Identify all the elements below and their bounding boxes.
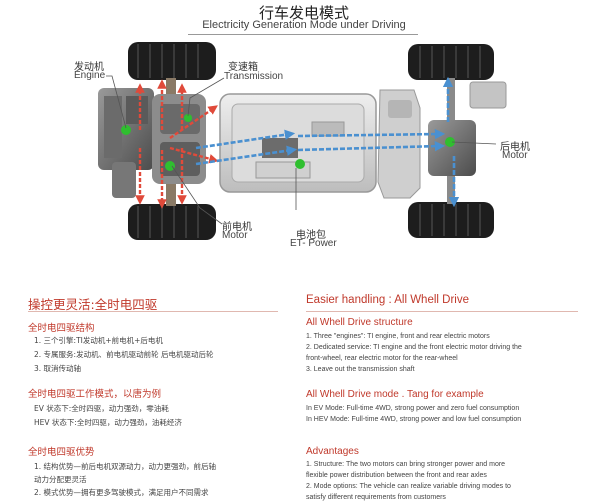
left-section-2-item-1: EV 状态下:全时四驱，动力强劲，零油耗 [34,404,169,413]
right-section-2-title: All Whell Drive mode . Tang for example [306,389,484,400]
front-motor-label-cn: 前电机 [222,222,252,233]
right-section-3-item-4: satisfy different requirements from cust… [306,494,446,501]
rear-left-tire [408,44,494,80]
left-section-2-title: 全时电四驱工作模式，以唐为例 [28,389,162,400]
right-section-2-item-1: In EV Mode: Full-time 4WD, strong power … [306,405,520,412]
transmission-unit [152,94,206,184]
fuel-tank [377,89,421,199]
rear-motor [428,81,507,176]
rear-motor-label-en: Motor [502,150,528,161]
right-heading-divider [306,311,578,312]
engine-label-en: Engine [74,70,106,81]
engine-block [98,88,154,198]
electric-flow-arrows [195,76,460,208]
drivetrain-diagram [98,42,507,240]
front-motor-label-en: Motor [222,230,248,241]
right-heading: Easier handling : All Whell Drive [306,294,469,306]
left-section-3-item-3: 2. 模式优势—拥有更多驾驶模式，满足用户不同需求 [34,488,209,497]
left-section-3-item-1: 1. 结构优势—前后电机双源动力，动力更强劲，前后轴 [34,462,217,471]
right-section-1-title: All Whell Drive structure [306,317,413,328]
leader-lines [106,75,497,225]
left-heading-divider [28,311,278,312]
left-section-1-item-2: 2. 专属服务:发动机、前电机驱动前轮 后电机驱动后轮 [34,350,214,359]
right-section-3-item-3: 2. Mode options: The vehicle can realize… [306,483,511,490]
front-left-tire [128,42,216,80]
front-right-tire [128,204,216,240]
transmission-label-en: Transmission [224,71,284,82]
title-underline [188,34,418,35]
right-section-1-item-1: 1. Three "engines": TI engine, front and… [306,333,490,340]
left-section-2-item-2: HEV 状态下:全时四驱，动力强劲，油耗经济 [34,418,182,427]
right-section-1-item-3: front-wheel, rear electric motor for the… [306,355,458,362]
engine-label-cn: 发动机 [74,62,104,73]
page-subtitle: Electricity Generation Mode under Drivin… [202,19,406,31]
left-section-1-item-3: 3. 取消传动轴 [34,364,82,373]
right-section-3-title: Advantages [306,446,359,457]
left-section-3-title: 全时电四驱优势 [28,447,95,458]
right-section-1-item-4: 3. Leave out the transmission shaft [306,366,415,373]
left-section-1-title: 全时电四驱结构 [28,323,95,334]
engine-power-arrows [135,79,219,209]
right-section-2-item-2: In HEV Mode: Full-time 4WD, strong power… [306,416,522,423]
transmission-label-cn: 变速箱 [228,62,258,73]
left-heading: 操控更灵活:全时电四驱 [28,297,158,312]
rear-motor-label-cn: 后电机 [500,142,530,153]
page-title: 行车发电模式 [258,4,349,22]
left-section-1-item-1: 1. 三个引擎:TI发动机+前电机+后电机 [34,336,163,345]
right-section-3-item-2: flexible power distribution between the … [306,472,487,479]
battery-label-en: ET- Power [290,238,337,249]
battery-label-cn: 电池包 [296,230,326,241]
battery-pack [219,93,377,193]
left-section-3-item-2: 动力分配更灵活 [34,475,87,484]
right-section-1-item-2: 2. Dedicated service: TI engine and the … [306,344,522,351]
rear-right-tire [408,202,494,238]
right-section-3-item-1: 1. Structure: The two motors can bring s… [306,461,506,468]
